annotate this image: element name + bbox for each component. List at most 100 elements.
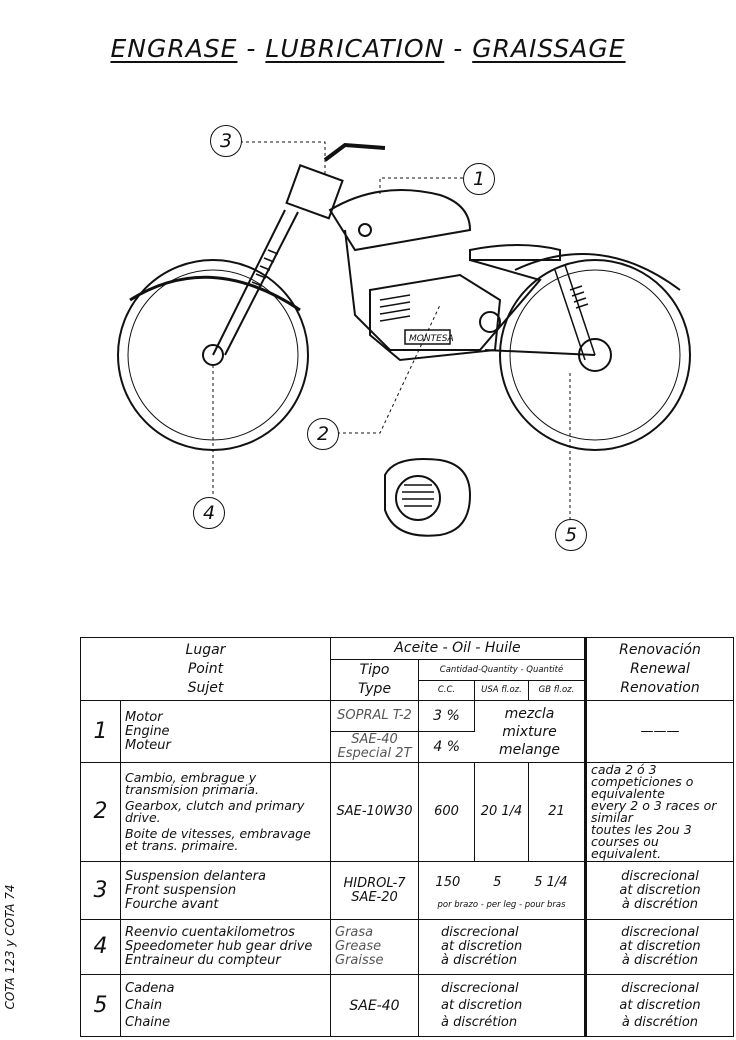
- renewal-text: à discrétion: [621, 953, 699, 968]
- qty-text: à discrétion: [441, 1015, 518, 1030]
- title-english: LUBRICATION: [265, 34, 445, 63]
- point-text: Gearbox, clutch and primary drive.: [125, 798, 305, 825]
- callout-4: 4: [193, 497, 225, 529]
- point-text: Reenvio cuentakilometros: [125, 925, 295, 940]
- type-text: Graisse: [335, 953, 384, 968]
- mix-text: melange: [498, 741, 561, 758]
- point-text: Suspension delantera: [125, 868, 266, 884]
- row-number: 4: [80, 919, 121, 975]
- table-row: 1 Motor Engine Moteur SOPRAL T-2 3 % mez…: [80, 700, 734, 763]
- renewal-text: à discrétion: [621, 896, 699, 912]
- quantity-note: por brazo - per leg - pour bras: [437, 899, 566, 910]
- row-number: 1: [80, 700, 121, 763]
- type-text: Grasa: [335, 925, 374, 940]
- row-type: SAE-40 Especial 2T: [330, 731, 419, 763]
- primary-cover-detail: [384, 458, 472, 537]
- callout-2: 2: [307, 418, 339, 450]
- type-text: Grease: [335, 939, 382, 954]
- title-spanish: ENGRASE: [110, 34, 238, 63]
- header-text: Renovación: [619, 641, 701, 658]
- renewal-text: every 2 o 3 races or similar: [591, 798, 717, 825]
- header-row: Lugar Point Sujet Aceite - Oil - Huile R…: [80, 637, 734, 701]
- point-text: Speedometer hub gear drive: [125, 939, 313, 954]
- header-cc: C.C.: [418, 679, 475, 701]
- row-type: SAE-40: [330, 974, 419, 1037]
- header-text: Sujet: [187, 679, 224, 696]
- point-text: Moteur: [125, 737, 171, 753]
- title-separator: -: [237, 34, 266, 63]
- row-point: Reenvio cuentakilometros Speedometer hub…: [120, 919, 331, 975]
- row-usa: 20 1/4: [474, 762, 529, 862]
- renewal-text: cada 2 ó 3 competiciones o equivalente: [591, 762, 694, 801]
- header-oil: Aceite - Oil - Huile: [330, 637, 586, 660]
- row-point: Cadena Chain Chaine: [120, 974, 331, 1037]
- page-title: ENGRASE - LUBRICATION - GRAISSAGE: [0, 34, 736, 63]
- point-text: Chaine: [125, 1015, 171, 1030]
- renewal-text: at discretion: [619, 939, 701, 954]
- type-text: HIDROL-7: [343, 875, 406, 891]
- title-french: GRAISSAGE: [472, 34, 626, 63]
- row-number: 5: [80, 974, 121, 1037]
- row-type: SAE-10W30: [330, 762, 419, 862]
- point-text: Cambio, embrague y transmision primaria.: [125, 770, 259, 797]
- renewal-text: discrecional: [621, 981, 699, 996]
- leader-lines: [212, 141, 571, 520]
- row-renewal: discrecional at discretion à discrétion: [584, 919, 734, 975]
- callout-1: 1: [463, 163, 495, 195]
- qty-text: discrecional: [441, 981, 519, 996]
- renewal-text: at discretion: [619, 882, 701, 898]
- header-text: Lugar: [185, 641, 226, 658]
- row-point: Motor Engine Moteur: [120, 700, 331, 763]
- row-point: Cambio, embrague y transmision primaria.…: [120, 762, 331, 862]
- row-number: 2: [80, 762, 121, 862]
- point-text: Front suspension: [125, 882, 237, 898]
- header-quantity: Cantidad-Quantity - Quantité: [418, 659, 586, 681]
- front-fork: [212, 142, 386, 356]
- table-row: 3 Suspension delantera Front suspension …: [80, 861, 734, 920]
- point-text: Engine: [125, 723, 170, 739]
- row-quantity: discrecional at discretion à discrétion: [418, 919, 586, 975]
- row-type: Grasa Grease Graisse: [330, 919, 419, 975]
- header-usa: USA fl.oz.: [474, 679, 529, 701]
- row-cc: 600: [418, 762, 475, 862]
- point-text: Boite de vitesses, embravage et trans. p…: [125, 826, 311, 853]
- mix-text: mixture: [502, 723, 557, 740]
- side-note: COTA 123 y COTA 74: [3, 884, 17, 1010]
- row-gb: 5 1/4: [534, 874, 568, 890]
- point-text: Fourche avant: [125, 896, 219, 912]
- engine-brand-label: MONTESA: [409, 334, 454, 344]
- mix-text: mezcla: [504, 705, 555, 722]
- point-text: Chain: [125, 998, 163, 1013]
- point-text: Motor: [125, 709, 163, 725]
- frame: [328, 189, 596, 361]
- row-mix: mezcla mixture melange: [474, 700, 586, 763]
- row-number: 3: [80, 861, 121, 920]
- rear-wheel: [499, 253, 691, 451]
- row-gb: 21: [528, 762, 586, 862]
- renewal-text: discrecional: [621, 868, 699, 884]
- lubrication-table: Lugar Point Sujet Aceite - Oil - Huile R…: [80, 637, 734, 1037]
- header-text: Tipo: [359, 662, 390, 678]
- engine: MONTESA: [369, 273, 502, 362]
- row-type: HIDROL-7 SAE-20: [330, 861, 419, 920]
- renewal-text: toutes les 2ou 3 courses ou equivalent.: [591, 822, 692, 861]
- row-qty: 4 %: [418, 731, 475, 763]
- header-text: Renovation: [620, 679, 700, 696]
- table-row: 4 Reenvio cuentakilometros Speedometer h…: [80, 919, 734, 975]
- title-separator: -: [444, 34, 473, 63]
- qty-text: discrecional: [441, 925, 519, 940]
- callout-5: 5: [555, 519, 587, 551]
- type-text: Especial 2T: [337, 746, 412, 761]
- row-renewal: ———: [584, 700, 734, 763]
- qty-text: à discrétion: [441, 953, 518, 968]
- renewal-text: à discrétion: [621, 1015, 699, 1030]
- type-text: SAE-20: [351, 889, 398, 905]
- callout-3: 3: [210, 125, 242, 157]
- renewal-text: at discretion: [619, 998, 701, 1013]
- header-gb: GB fl.oz.: [528, 679, 586, 701]
- row-qty: 3 %: [418, 700, 475, 732]
- point-text: Entraineur du compteur: [125, 953, 281, 968]
- row-type: SOPRAL T-2: [330, 700, 419, 732]
- row-point: Suspension delantera Front suspension Fo…: [120, 861, 331, 920]
- row-cc: 150: [435, 874, 461, 890]
